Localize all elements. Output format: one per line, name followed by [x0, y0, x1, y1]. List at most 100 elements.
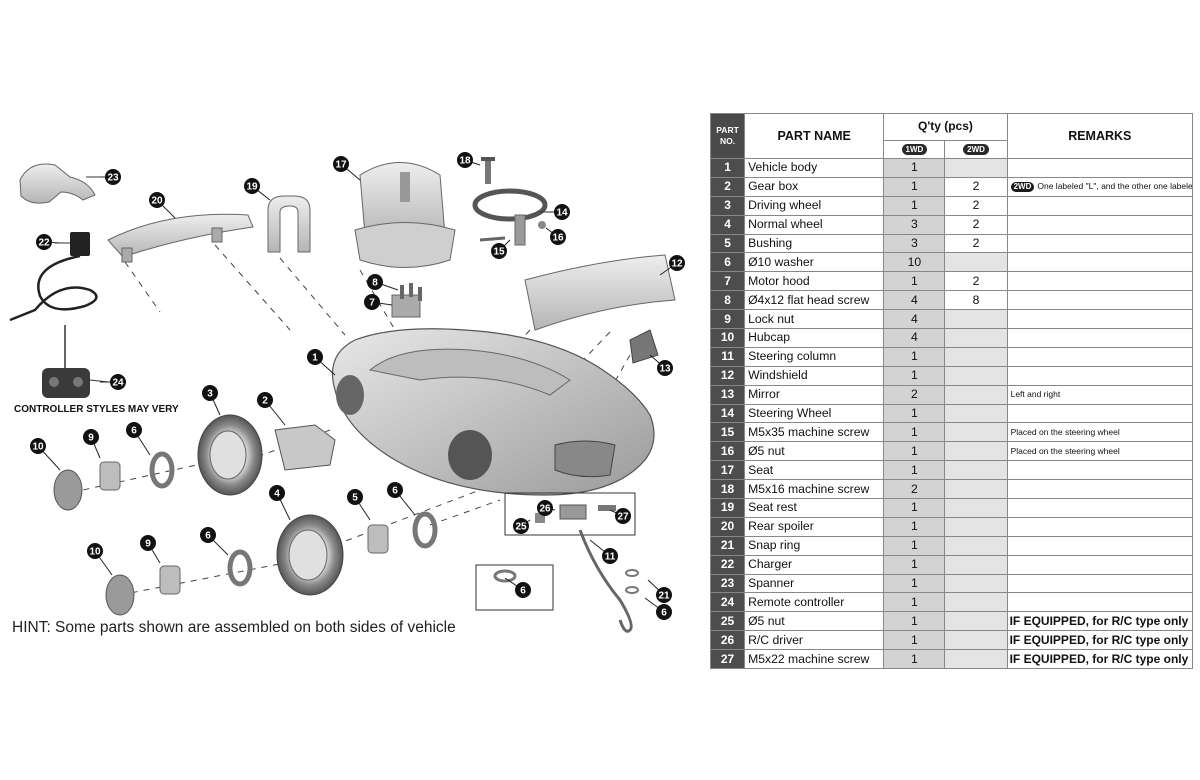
- callout-number: 27: [617, 512, 629, 523]
- callout-circle: [537, 500, 553, 516]
- part-number: 22: [709, 554, 746, 575]
- qty-1wd: 1: [883, 365, 946, 386]
- qty-2wd: 2: [944, 214, 1008, 235]
- callout-number: 1: [312, 353, 318, 364]
- qty-1wd: 4: [883, 328, 946, 348]
- callout-20: 20: [149, 192, 176, 219]
- qty-1wd: 1: [883, 498, 946, 518]
- part-number: 5: [709, 233, 746, 254]
- callout-number: 26: [539, 504, 551, 515]
- hint-text: HINT: Some parts shown are assembled on …: [12, 619, 456, 636]
- qty-1wd: 1: [883, 176, 946, 197]
- callout-21: 21: [647, 579, 672, 603]
- callout-number: 15: [493, 247, 505, 258]
- callout-number: 5: [352, 493, 358, 504]
- callout-circle: [105, 169, 121, 185]
- part-number: 21: [709, 535, 746, 556]
- remarks: [1006, 328, 1194, 348]
- qty-1wd: 1: [883, 271, 946, 292]
- part-number: 8: [709, 290, 746, 311]
- part-number: 23: [709, 573, 746, 594]
- callout-number: 6: [131, 426, 137, 437]
- remarks: [1006, 516, 1194, 537]
- callout-number: 24: [112, 378, 124, 389]
- callout-number: 13: [659, 364, 671, 375]
- part-name: Lock nut: [744, 309, 885, 330]
- callout-number: 3: [207, 389, 213, 400]
- qty-1wd: 3: [883, 214, 946, 235]
- washer-detail-box: [475, 564, 554, 611]
- remark-text: Placed on the steering wheel: [1010, 445, 1120, 456]
- part-number: 6: [709, 252, 746, 273]
- callout-circle: [347, 489, 363, 505]
- qty-2wd: [944, 516, 1008, 537]
- qty-2wd: [944, 252, 1008, 273]
- callout-22: 22: [36, 234, 61, 250]
- part-number: 27: [709, 649, 746, 670]
- seat-part: [354, 162, 456, 268]
- callout-number: 2: [262, 396, 268, 407]
- callout-circle: [550, 229, 566, 245]
- qty-2wd: [944, 422, 1008, 443]
- seat-rest-part: [267, 195, 311, 253]
- wheel-parts: [53, 414, 438, 616]
- callout-4: 4: [269, 485, 291, 521]
- callout-circle: [126, 422, 142, 438]
- callout-number: 10: [32, 442, 44, 453]
- callout-number: 14: [556, 208, 568, 219]
- callout-circle: [269, 485, 285, 501]
- remarks: [1006, 309, 1194, 330]
- part-number: 13: [709, 384, 746, 405]
- part-name: M5x35 machine screw: [744, 422, 885, 443]
- part-name: Motor hood: [744, 271, 885, 292]
- qty-2wd: [944, 611, 1008, 632]
- qty-2wd: [944, 535, 1008, 556]
- callout-number: 9: [88, 433, 94, 444]
- remarks: [1006, 535, 1194, 556]
- rc-detail-box: [504, 492, 636, 536]
- callout-6: 6: [644, 597, 672, 620]
- remarks: [1006, 365, 1194, 386]
- remarks: [1006, 479, 1194, 500]
- callout-14: 14: [548, 204, 570, 220]
- part-number: 25: [709, 611, 746, 632]
- part-number: 9: [709, 309, 746, 330]
- remarks: [1006, 158, 1194, 178]
- callout-circle: [457, 152, 473, 168]
- callout-circle: [244, 178, 260, 194]
- callout-circle: [657, 360, 673, 376]
- part-name: Seat rest: [744, 498, 885, 518]
- remarks: [1006, 592, 1194, 613]
- remarks: [1006, 554, 1194, 575]
- qty-1wd: 2: [883, 384, 946, 405]
- part-name: Windshield: [744, 365, 885, 386]
- badge-2wd: 2WD: [963, 144, 989, 156]
- header-qty: Q'ty (pcs): [883, 113, 1008, 141]
- qty-2wd: [944, 403, 1008, 424]
- callout-24: 24: [100, 374, 126, 390]
- part-number: 26: [709, 630, 746, 651]
- qty-1wd: 1: [883, 403, 946, 424]
- callout-27: 27: [609, 508, 631, 524]
- callout-number: 8: [372, 278, 378, 289]
- qty-2wd: [944, 573, 1008, 594]
- part-number: 7: [709, 271, 746, 292]
- qty-2wd: [944, 365, 1008, 386]
- header-1wd: 1WD: [883, 140, 946, 159]
- remarks: IF EQUIPPED, for R/C type only: [1006, 630, 1194, 651]
- mirror-part: [629, 329, 659, 364]
- callout-number: 6: [392, 486, 398, 497]
- part-number: 18: [709, 479, 746, 500]
